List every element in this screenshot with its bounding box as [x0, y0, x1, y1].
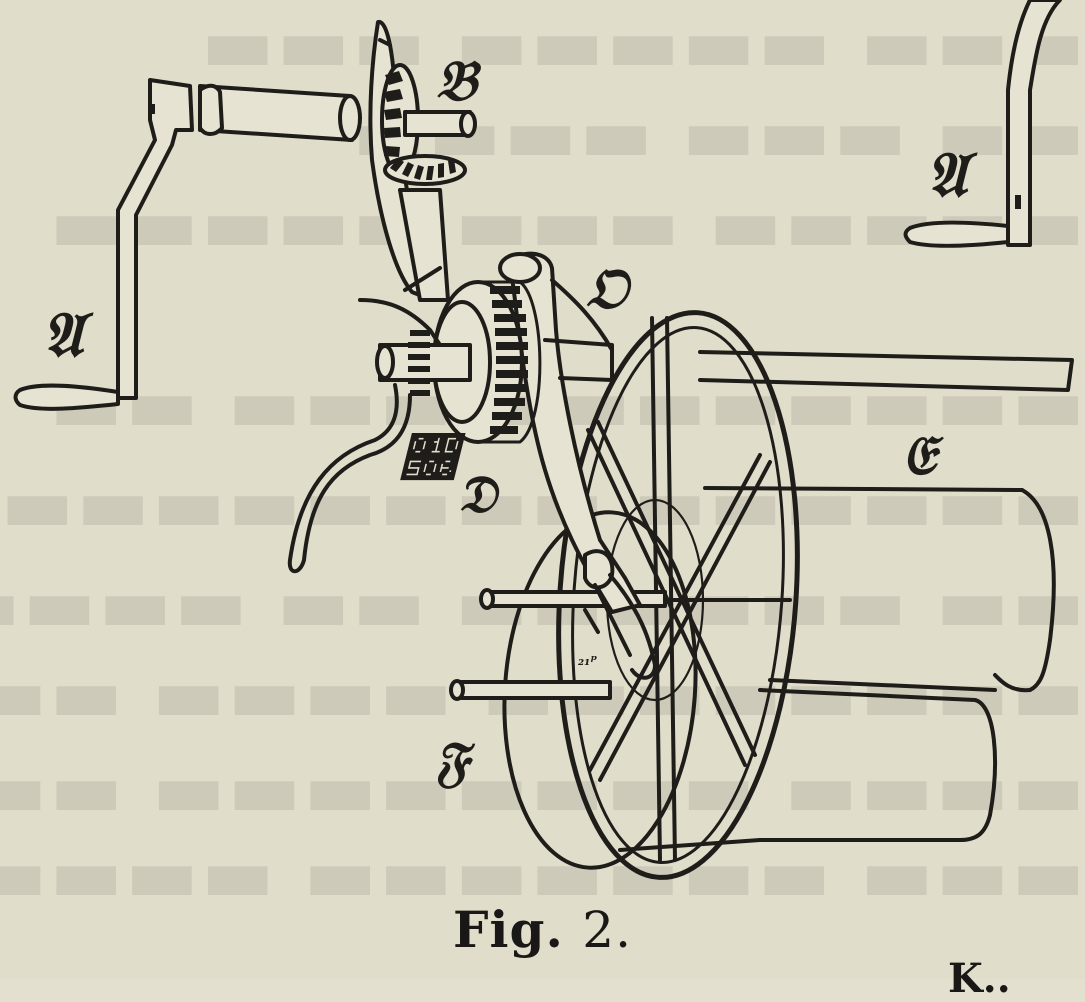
machine-illustration: ₂₁ᵖ: [13, 0, 1074, 880]
label-frame: 𝔒: [586, 256, 633, 322]
caption-word: Fig.: [452, 900, 564, 959]
label-bevel-gear: 𝔅: [436, 48, 482, 114]
crank-right: [903, 0, 1062, 248]
label-pinion: 𝔆: [400, 428, 466, 489]
svg-text:₂₁ᵖ: ₂₁ᵖ: [578, 653, 597, 669]
figure-caption: Fig. 2.: [0, 900, 1085, 959]
gear-assembly: [375, 280, 542, 444]
drum-cylinder: [618, 350, 1074, 852]
gear-teeth: [490, 286, 528, 434]
label-drum: 𝔈: [902, 423, 944, 487]
frame-arm: ₂₁ᵖ: [498, 251, 657, 680]
crank-left: [13, 78, 362, 411]
label-gear-wheel: 𝔇: [458, 464, 501, 525]
label-crank-left: 𝔄: [42, 298, 94, 371]
bracket-with-bevel-gear: [287, 19, 477, 574]
label-crank-right: 𝔄: [926, 138, 978, 211]
label-axle: 𝔉: [434, 729, 476, 793]
caption-number: 2.: [582, 901, 632, 959]
